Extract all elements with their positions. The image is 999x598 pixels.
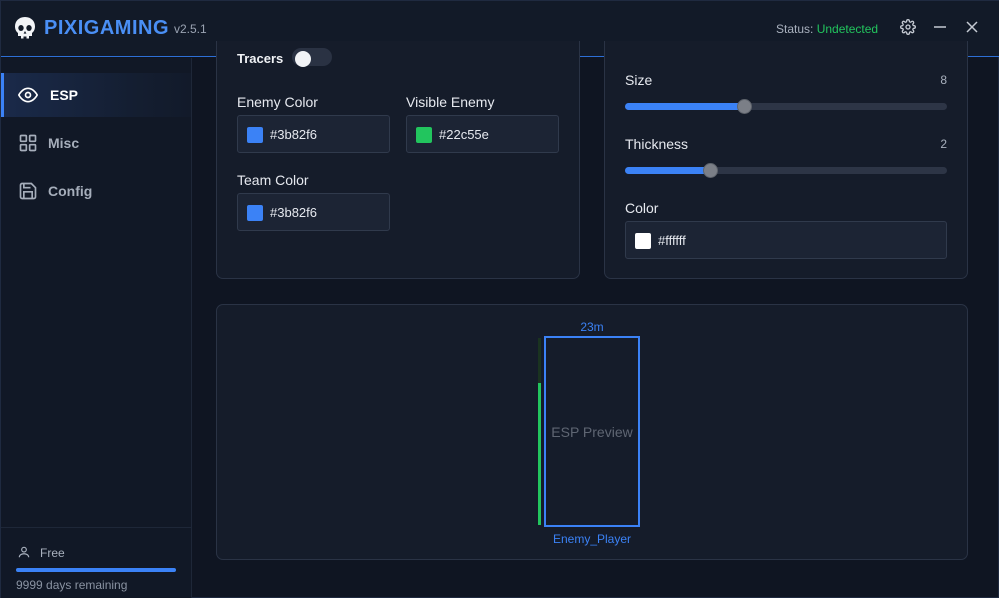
license-progress-fill [16,568,176,572]
color-label: Color [625,200,659,216]
thickness-slider-fill [625,167,710,174]
status-value: Undetected [816,22,879,36]
close-icon[interactable] [964,19,980,35]
crosshair-color-swatch[interactable] [635,233,651,249]
size-slider[interactable] [625,99,947,114]
license-info: Free 9999 days remaining [1,527,191,598]
enemy-color-hex: #3b82f6 [270,127,317,142]
sidebar-item-config[interactable]: Config [1,169,191,213]
eye-icon [18,87,38,103]
status-label: Status: [776,22,814,36]
minimize-icon[interactable] [932,19,948,35]
team-color-label: Team Color [237,172,309,188]
plan-name: Free [40,546,65,560]
days-remaining: 9999 days remaining [16,578,128,592]
visible-enemy-color-field[interactable]: #22c55e [406,115,559,153]
sidebar-item-label: Misc [48,135,80,151]
esp-player-name: Enemy_Player [552,532,632,546]
size-slider-thumb[interactable] [737,99,752,114]
tracers-label: Tracers [237,51,284,66]
health-bar-fill [538,383,541,525]
size-slider-fill [625,103,744,110]
esp-distance-label: 23m [580,320,604,334]
grid-icon [19,134,37,152]
esp-preview-label: ESP Preview [551,424,633,440]
team-color-hex: #3b82f6 [270,205,317,220]
crosshair-color-field[interactable]: #ffffff [625,221,947,259]
gear-icon[interactable] [900,19,916,35]
visible-enemy-color-swatch[interactable] [416,127,432,143]
skull-icon [15,17,35,39]
esp-settings-panel [216,41,580,279]
tracers-toggle[interactable] [292,48,332,67]
toggle-knob [295,51,311,67]
thickness-slider[interactable] [625,163,947,178]
enemy-color-label: Enemy Color [237,94,318,110]
save-icon [19,182,37,200]
user-icon [18,546,30,558]
esp-preview-panel [216,304,968,560]
esp-box [544,336,640,527]
size-value: 8 [940,73,947,87]
thickness-label: Thickness [625,136,689,152]
size-label: Size [625,72,653,88]
team-color-swatch[interactable] [247,205,263,221]
visible-enemy-color-hex: #22c55e [439,127,489,142]
sidebar-item-misc[interactable]: Misc [1,121,191,165]
team-color-field[interactable]: #3b82f6 [237,193,390,231]
sidebar-item-label: ESP [50,87,79,103]
app-name: PIXIGAMING [44,17,170,39]
sidebar-item-label: Config [48,183,93,199]
app-version: v2.5.1 [174,22,207,36]
sidebar: ESP Misc Config Free [1,58,192,598]
visible-enemy-label: Visible Enemy [406,94,495,110]
license-progress-bar [16,568,176,572]
thickness-slider-thumb[interactable] [703,163,718,178]
enemy-color-swatch[interactable] [247,127,263,143]
sidebar-item-esp[interactable]: ESP [1,73,191,117]
enemy-color-field[interactable]: #3b82f6 [237,115,390,153]
crosshair-color-hex: #ffffff [658,233,686,248]
status-indicator: Status: Undetected [776,22,878,36]
thickness-value: 2 [940,137,947,151]
